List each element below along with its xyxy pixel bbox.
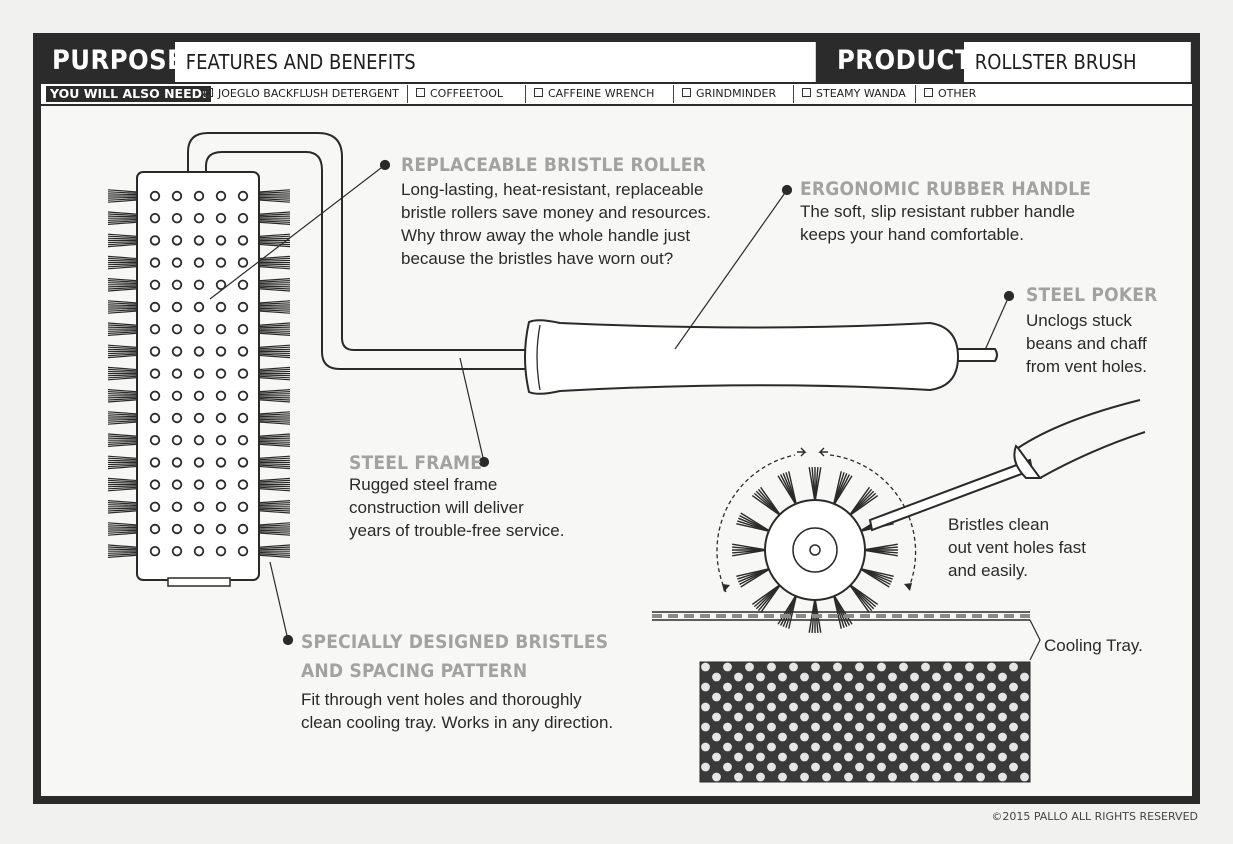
purpose-label: PURPOSE: — [52, 45, 195, 76]
roller-bristles — [107, 189, 291, 558]
checkbox-icon — [416, 88, 425, 97]
roller-hole-grid — [149, 190, 249, 557]
need-item-other[interactable]: OTHER — [916, 85, 986, 103]
purpose-field: FEATURES AND BENEFITS — [175, 42, 816, 82]
callout-poker-title: STEEL POKER — [1026, 284, 1158, 306]
callout-bristles-title-2: AND SPACING PATTERN — [301, 660, 528, 682]
rubber-handle — [524, 319, 998, 395]
wheel-detail — [652, 399, 1146, 783]
need-item-grindminder[interactable]: GRINDMINDER — [674, 85, 794, 103]
checkbox-icon — [534, 88, 543, 97]
cooling-tray-label: Cooling Tray. — [1044, 636, 1143, 655]
also-need-label: YOU WILL ALSO NEED: — [46, 86, 211, 102]
callout-bristles-body: Fit through vent holes and thoroughly cl… — [301, 690, 614, 732]
roller-end-cap — [167, 577, 231, 587]
checkbox-icon — [924, 88, 933, 97]
checkbox-icon — [802, 88, 811, 97]
callout-bristles-title-1: SPECIALLY DESIGNED BRISTLES — [301, 631, 609, 653]
need-item-detergent[interactable]: JOEGLO BACKFLUSH DETERGENT — [196, 85, 408, 103]
detail-bristles-text: Bristles clean out vent holes fast and e… — [948, 515, 1086, 580]
callout-frame-body: Rugged steel frame construction will del… — [349, 475, 565, 540]
product-label: PRODUCT: — [837, 45, 981, 76]
callout-roller-title: REPLACEABLE BRISTLE ROLLER — [401, 154, 707, 176]
leader-lines — [209, 159, 1015, 646]
copyright-notice: ©2015 PALLO ALL RIGHTS RESERVED — [991, 810, 1198, 823]
need-item-wrench[interactable]: CAFFEINE WRENCH — [526, 85, 674, 103]
wheel-bristles — [732, 467, 898, 633]
product-field: ROLLSTER BRUSH — [964, 42, 1191, 82]
checkbox-icon — [204, 88, 213, 97]
callout-roller-body: Long-lasting, heat-resistant, replaceabl… — [401, 180, 711, 268]
need-item-steamy-wanda[interactable]: STEAMY WANDA — [794, 85, 916, 103]
steel-frame-rod — [187, 132, 530, 370]
bristle-roller-body — [136, 171, 260, 581]
callout-poker-body: Unclogs stuck beans and chaff from vent … — [1026, 311, 1147, 376]
need-item-coffeetool[interactable]: COFFEETOOL — [408, 85, 526, 103]
cooling-tray-perforation — [699, 661, 1031, 783]
checkbox-icon — [682, 88, 691, 97]
callout-handle-title: ERGONOMIC RUBBER HANDLE — [800, 178, 1092, 200]
callout-handle-body: The soft, slip resistant rubber handle k… — [800, 202, 1075, 244]
callout-frame-title: STEEL FRAME — [349, 452, 483, 474]
also-need-strip — [41, 84, 1192, 104]
